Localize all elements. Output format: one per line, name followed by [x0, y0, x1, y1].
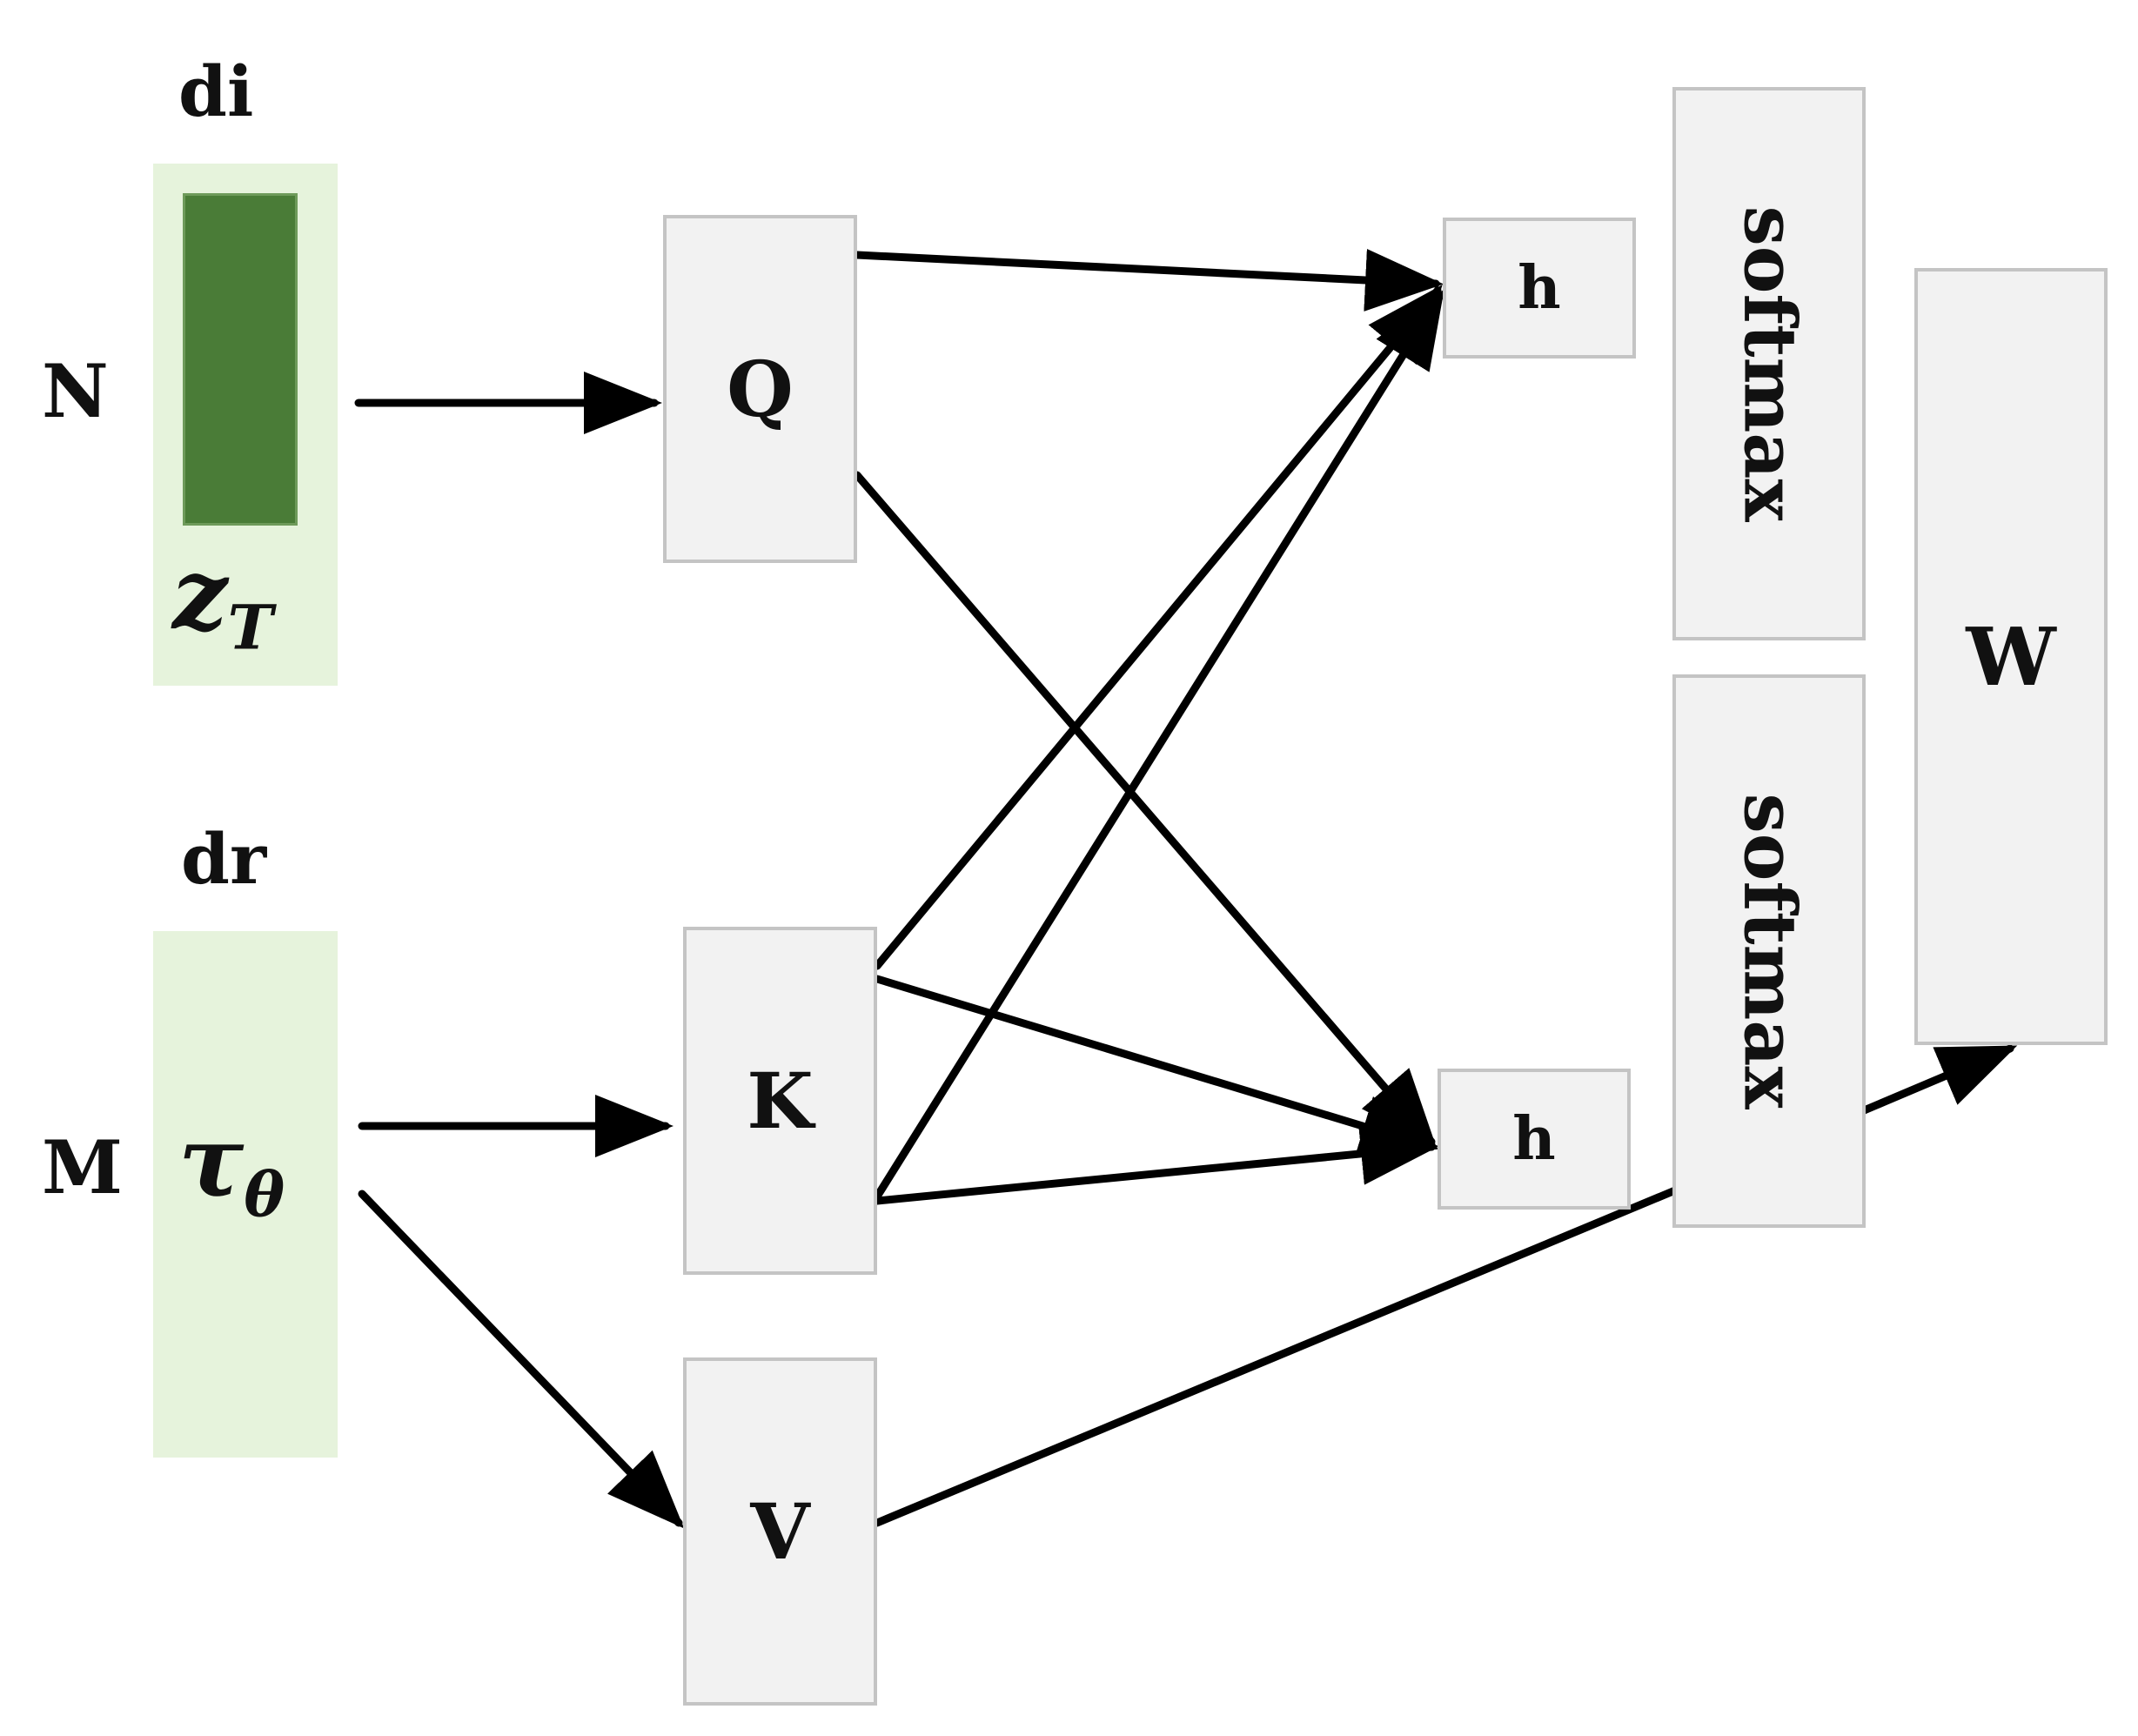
arrow-q-to-h-bottom [853, 471, 1437, 1148]
context-rows-label: M [42, 1124, 123, 1210]
context-dim-label: dr [181, 818, 267, 900]
value-box: V [683, 1357, 877, 1706]
key-box: K [683, 927, 877, 1275]
arrow-k-to-h-bottom-b [873, 1123, 1439, 1205]
query-box: Q [663, 215, 857, 563]
arrow-k-to-h-bottom-a [873, 975, 1439, 1156]
key-box-label: K [747, 1056, 814, 1146]
context-symbol: τθ [178, 1114, 285, 1225]
query-symbol: zT [172, 546, 273, 658]
arrow-k-to-h-top-b [873, 289, 1444, 1201]
arrow-k-to-h-top-a [873, 285, 1443, 970]
query-symbol-base: z [172, 538, 228, 652]
value-box-label: V [750, 1486, 810, 1577]
softmax-box-top-label: softmax [1727, 205, 1812, 522]
h-box-bottom-label: h [1512, 1104, 1556, 1174]
query-feature-bar [183, 193, 298, 526]
w-output-box-label: W [1966, 609, 2056, 704]
arrow-tau-to-v [358, 1190, 685, 1529]
softmax-box-bottom: softmax [1672, 674, 1866, 1228]
softmax-box-bottom-label: softmax [1727, 793, 1812, 1109]
query-box-label: Q [727, 344, 794, 434]
context-symbol-sub: θ [244, 1158, 285, 1231]
context-symbol-base: τ [178, 1105, 245, 1219]
context-panel [153, 931, 338, 1458]
query-dim-label: di [178, 50, 254, 132]
query-symbol-sub: T [227, 591, 273, 664]
h-box-top-label: h [1518, 253, 1561, 323]
h-box-top: h [1443, 218, 1636, 359]
w-output-box: W [1914, 268, 2108, 1045]
query-rows-label: N [42, 348, 109, 434]
h-box-bottom: h [1438, 1069, 1631, 1210]
softmax-box-top: softmax [1672, 87, 1866, 640]
arrow-q-to-h-top [853, 249, 1444, 312]
